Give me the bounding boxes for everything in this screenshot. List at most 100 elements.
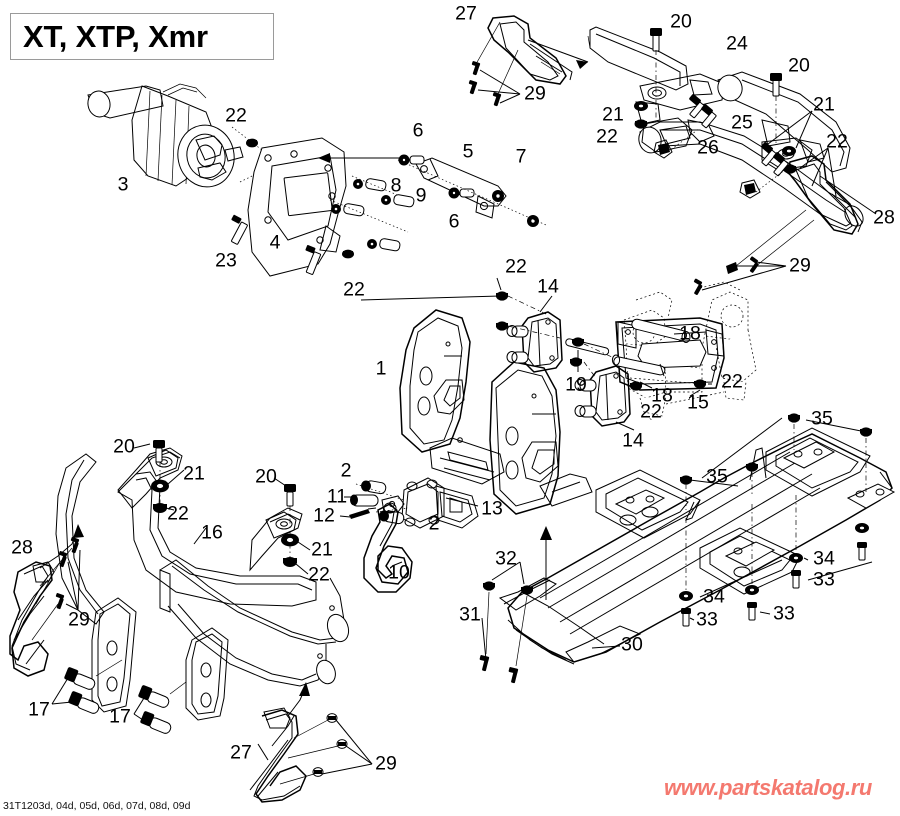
nut-32-a [483, 581, 495, 591]
callout-20: 20 [255, 465, 277, 488]
screw-29-l-a [70, 537, 80, 554]
callout-25: 25 [731, 111, 753, 134]
nut-22-bumper-right [283, 557, 297, 567]
bolt-20-right [770, 73, 782, 97]
nut-32-b [521, 585, 533, 595]
bolt-17-a [64, 667, 96, 690]
callout-22: 22 [505, 255, 527, 278]
callout-22: 22 [225, 104, 247, 127]
nut-35-a [746, 462, 758, 472]
clip-26-a [653, 139, 673, 159]
bolt-17-b [68, 691, 100, 714]
washer-21-left [634, 101, 648, 111]
drawing-code: 31T1203d, 04d, 05d, 06d, 07d, 08d, 09d [3, 800, 191, 812]
callout-26: 26 [697, 136, 719, 159]
bolt-25-c [761, 142, 777, 167]
callout-34: 34 [813, 547, 835, 570]
callout-21: 21 [311, 538, 333, 561]
skid-plate-30 [479, 413, 896, 684]
footpeg-28-left [9, 524, 187, 734]
washer-21-bumper-right [281, 533, 299, 547]
nut-22-f [694, 379, 706, 389]
washer-spacer-row-low2 [367, 238, 401, 252]
callout-9: 9 [415, 184, 427, 207]
callout-6: 6 [448, 210, 460, 233]
slot-group-left [614, 489, 666, 526]
callout-17: 17 [109, 705, 131, 728]
callout-22: 22 [167, 502, 189, 525]
winch-assembly [87, 83, 415, 277]
nut-35-b [680, 475, 692, 485]
callout-17: 17 [28, 698, 50, 721]
clip-26-b [739, 179, 761, 199]
slot-group-right-1 [782, 441, 836, 469]
screw-29-b-a [326, 713, 338, 723]
callout-27: 27 [455, 2, 477, 25]
nut-22-d [570, 357, 582, 367]
callout-5: 5 [462, 140, 474, 163]
callout-23: 23 [215, 249, 237, 272]
callout-22: 22 [596, 125, 618, 148]
front-bumper-16 [55, 440, 350, 721]
callout-20: 20 [670, 10, 692, 33]
screw-29-b-b [336, 739, 348, 749]
callout-2: 2 [428, 512, 440, 535]
pin-18-upper [631, 318, 691, 343]
footpeg-27-top [468, 15, 589, 107]
callout-20: 20 [788, 54, 810, 77]
nut-22-b [496, 321, 508, 331]
screw-31-b [508, 667, 519, 684]
bolt-20-bumper-right [284, 484, 296, 507]
site-watermark: www.partskatalog.ru [664, 775, 872, 800]
screw-33-b [681, 608, 691, 627]
washer-34-a [789, 553, 803, 563]
callout-29: 29 [524, 82, 546, 105]
callout-18: 18 [679, 322, 701, 345]
callout-33: 33 [813, 568, 835, 591]
screw-29-r-b [749, 256, 759, 273]
callout-4: 4 [269, 231, 281, 254]
bolt-25-a [689, 94, 705, 119]
callout-10: 10 [388, 561, 410, 584]
cotter-pin-12 [349, 507, 377, 519]
callout-11: 11 [326, 485, 348, 508]
callout-14: 14 [622, 429, 644, 452]
callout-22: 22 [721, 370, 743, 393]
nut-22-c [572, 337, 584, 347]
bolt-25-b [701, 104, 717, 129]
screw-29-l-b [58, 551, 68, 568]
callout-35: 35 [811, 407, 833, 430]
callout-12: 12 [313, 504, 335, 527]
screw-29-b [468, 80, 478, 95]
callout-33: 33 [696, 608, 718, 631]
nut-22-right [783, 164, 797, 174]
page-title: XT, XTP, Xmr [23, 19, 208, 54]
nut-22-bumper-left [153, 503, 167, 513]
callout-22: 22 [343, 278, 365, 301]
callout-2: 2 [340, 459, 352, 482]
pin-11 [350, 494, 379, 507]
callout-21: 21 [602, 103, 624, 126]
callout-1: 1 [375, 357, 387, 380]
screw-29-c [492, 92, 502, 107]
nut-22-left [634, 119, 648, 129]
callout-22: 22 [640, 400, 662, 423]
bolt-25-d [773, 152, 789, 177]
bolt-6-lower [448, 187, 475, 199]
winch-hook-assembly [339, 494, 413, 593]
callout-22: 22 [308, 563, 330, 586]
nut-35-c [788, 413, 800, 423]
nut-22-lower [342, 249, 354, 259]
bolt-6-upper [398, 154, 425, 166]
callout-21: 21 [183, 462, 205, 485]
callout-7: 7 [515, 145, 527, 168]
screw-33-c [747, 602, 757, 621]
page-title-box: XT, XTP, Xmr [10, 13, 274, 60]
washer-34-d [855, 523, 869, 533]
callout-29: 29 [789, 254, 811, 277]
callout-6: 6 [412, 119, 424, 142]
strut-5-assembly [397, 154, 547, 227]
callout-18: 18 [651, 384, 673, 407]
screw-29-l-c [55, 593, 65, 610]
